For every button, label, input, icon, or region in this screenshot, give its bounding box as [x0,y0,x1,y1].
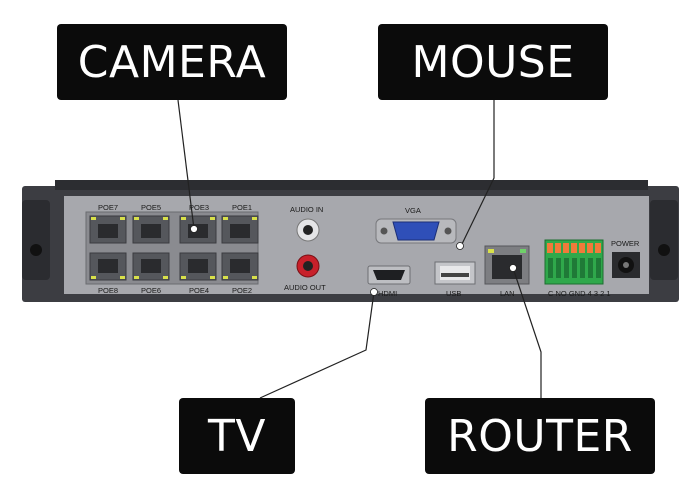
label-poe2: POE2 [232,286,252,295]
label-audio-out: AUDIO OUT [284,283,326,292]
label-vga: VGA [405,206,421,215]
router-marker-dot [509,264,517,272]
hdmi-port [367,265,411,285]
router-leader-line [512,267,542,398]
router-callout: ROUTER [425,398,655,474]
vga-port [375,218,457,244]
tv-leader-line [259,291,375,399]
label-poe3: POE3 [189,203,209,212]
label-power: POWER [611,239,640,248]
label-poe1: POE1 [232,203,252,212]
tv-marker-dot [370,288,378,296]
tv-callout: TV [179,398,295,474]
label-poe7: POE7 [98,203,118,212]
mouse-marker-dot [456,242,464,250]
mouse-leader-line [461,100,495,245]
camera-callout: CAMERA [57,24,287,100]
audio-out-jack [296,254,320,278]
right-mount-ear [650,200,678,280]
chassis-top-edge [55,180,648,190]
audio-in-jack [296,218,320,242]
lan-port [484,245,530,285]
label-hdmi: HDMI [378,289,397,298]
poe-port-block [85,211,259,285]
label-poe8: POE8 [98,286,118,295]
label-terminal: C NO GND 4 3 2 1 [548,289,611,298]
usb-port [434,261,476,285]
label-poe5: POE5 [141,203,161,212]
left-mount-ear [22,200,50,280]
label-poe4: POE4 [189,286,209,295]
camera-marker-dot [190,225,198,233]
camera-leader-line [177,99,195,230]
label-poe6: POE6 [141,286,161,295]
mouse-callout: MOUSE [378,24,608,100]
label-usb: USB [446,289,461,298]
power-jack [612,252,640,278]
label-audio-in: AUDIO IN [290,205,323,214]
label-lan: LAN [500,289,515,298]
alarm-terminal-block [544,239,604,285]
